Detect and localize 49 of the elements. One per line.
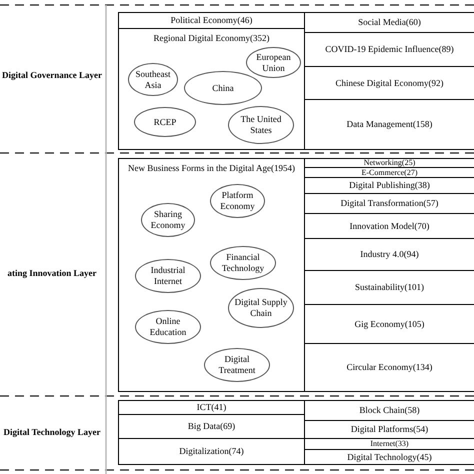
ellipse-shape [246,47,301,78]
ellipse-label: Online Education [148,316,188,338]
category-label: Big Data(69) [188,421,236,432]
category-label: Industry 4.0(94) [360,249,419,260]
ellipse-shape [128,63,178,96]
category-box [118,438,305,465]
category-label: Digital Technology(45) [347,452,432,462]
category-label: Networking(25) [364,159,416,167]
category-box [304,158,474,168]
category-label: Gig Economy(105) [354,318,424,330]
ellipse-label: China [212,82,234,94]
category-box [118,400,305,415]
category-label: Circular Economy(134) [346,362,432,373]
category-label: Block Chain(58) [359,405,420,416]
ellipse-label: Sharing Economy [150,209,186,231]
ellipse-label: Financial Technology [220,252,266,274]
category-label: Innovation Model(70) [350,220,430,232]
category-box [118,12,305,29]
group-box [118,28,305,150]
category-label: E-Commerce(27) [362,168,418,176]
layer-label: ating Innovation Layer [6,267,98,280]
ellipse-label: Digital Treatment [218,354,256,376]
ellipse-shape [184,71,262,105]
ellipse-label: Digital Supply Chain [234,297,288,319]
group-title: New Business Forms in the Digital Age(1954) [128,163,295,174]
ellipse-shape [141,203,195,237]
group-title: Regional Digital Economy(352) [154,33,270,44]
category-label: Social Media(60) [358,17,421,28]
category-label: Digital Platforms(54) [350,424,428,435]
layer-label: Digital Governance Layer [1,69,103,82]
category-label: Internet(33) [370,440,409,448]
category-label: Digital Publishing(38) [349,180,430,191]
ellipse-label: Southeast Asia [134,68,172,90]
category-label: Data Management(158) [346,119,432,130]
ellipse-shape [210,184,265,218]
ellipse-label: European Union [255,52,292,74]
ellipse-label: RCEP [154,116,176,128]
category-label: Political Economy(46) [170,15,252,26]
layer-label: Digital Technology Layer [2,426,102,439]
category-label: Digitalization(74) [179,446,244,457]
category-label: COVID-19 Epidemic Influence(89) [325,44,454,55]
category-label: Sustainability(101) [355,282,424,293]
group-box [118,158,305,392]
ellipse-label: Platform Economy [219,190,256,212]
category-label: Chinese Digital Economy(92) [336,78,444,88]
ellipse-label: The United States [240,114,282,136]
category-label: ICT(41) [196,402,226,413]
ellipse-label: Industrial Internet [150,265,186,287]
category-label: Digital Transformation(57) [340,198,438,209]
